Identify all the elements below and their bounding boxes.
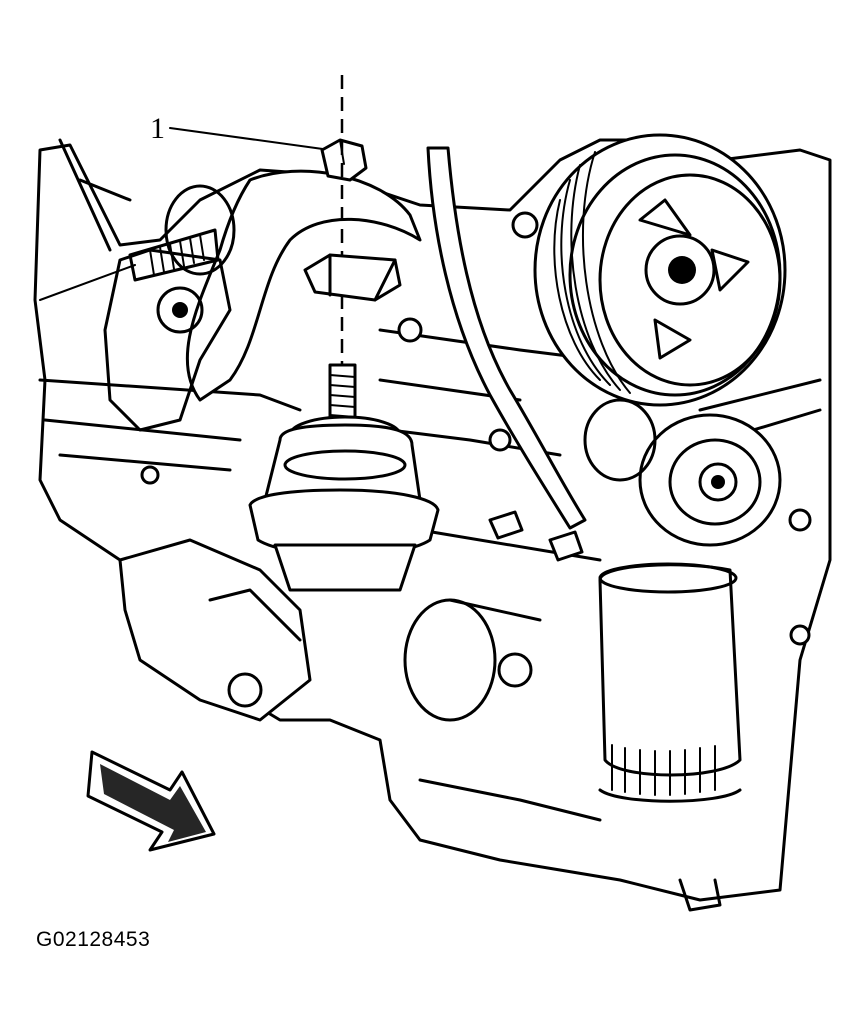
lower-housing xyxy=(403,598,722,912)
mount-nut-icon xyxy=(320,138,368,182)
callout-label-1: 1 xyxy=(150,112,165,145)
direction-arrow-icon xyxy=(86,750,216,852)
figure-id: G02128453 xyxy=(36,928,151,951)
fasteners xyxy=(140,211,812,688)
drive-pulley xyxy=(533,133,787,407)
lower-left-bracket xyxy=(118,538,312,722)
idler-pulley xyxy=(583,398,782,547)
engine-mount xyxy=(248,363,440,592)
callout-leader-line xyxy=(169,127,331,151)
mount-bracket xyxy=(303,253,402,302)
left-bracket xyxy=(39,184,236,432)
coolant-hose xyxy=(426,146,587,530)
oil-filter xyxy=(598,562,742,803)
